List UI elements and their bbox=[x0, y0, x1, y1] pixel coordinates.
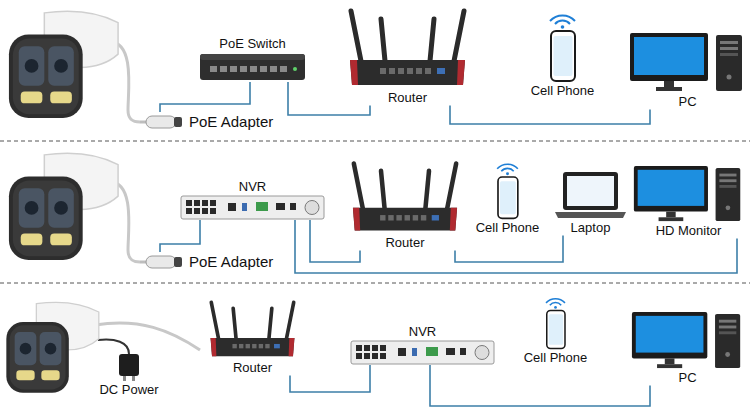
camera-illustration bbox=[6, 302, 99, 393]
device-label: PoE Adapter bbox=[185, 113, 275, 131]
device-label: PoE Switch bbox=[217, 36, 287, 52]
camera-illustration bbox=[9, 153, 118, 260]
laptop-illustration bbox=[555, 172, 626, 218]
device-node: Router bbox=[345, 158, 465, 251]
network-cable bbox=[295, 220, 737, 273]
poe-switch-illustration bbox=[200, 54, 305, 80]
device-node: PC bbox=[630, 32, 745, 110]
router-illustration bbox=[350, 11, 465, 85]
image-space bbox=[632, 166, 745, 223]
monitor-illustration bbox=[634, 166, 740, 221]
network-cable bbox=[160, 82, 250, 112]
device-node: Router bbox=[345, 5, 470, 106]
network-cable bbox=[160, 220, 200, 252]
device-node: NVR bbox=[350, 324, 495, 365]
device-label: NVR bbox=[407, 324, 438, 340]
image-space bbox=[115, 352, 143, 382]
device-node: Cell Phone bbox=[522, 293, 590, 366]
device-label: Cell Phone bbox=[529, 83, 597, 99]
image-space bbox=[345, 5, 470, 90]
device-label: NVR bbox=[237, 179, 268, 195]
network-cable bbox=[288, 82, 370, 115]
device-label: PC bbox=[676, 370, 698, 386]
network-cable bbox=[310, 220, 360, 262]
device-label: Router bbox=[386, 90, 429, 106]
image-space bbox=[140, 252, 185, 272]
device-node: PoE Adapter bbox=[140, 112, 275, 132]
nvr-illustration bbox=[351, 341, 494, 364]
device-node: Router bbox=[190, 298, 315, 376]
image-space bbox=[350, 340, 495, 365]
poe-adapter-illustration bbox=[140, 256, 182, 268]
device-node: Cell Phone bbox=[474, 158, 542, 236]
camera-cable bbox=[95, 323, 200, 350]
device-node: Laptop bbox=[553, 170, 628, 236]
phone-illustration bbox=[550, 16, 575, 81]
network-cable bbox=[450, 106, 650, 124]
image-space bbox=[538, 293, 573, 350]
device-node: PC bbox=[630, 312, 745, 386]
device-node: HD Monitor bbox=[632, 166, 745, 239]
device-label: Cell Phone bbox=[522, 350, 590, 366]
image-space bbox=[200, 52, 305, 82]
device-label: PC bbox=[676, 94, 698, 110]
device-node: PoE Switch bbox=[200, 36, 305, 82]
phone-illustration bbox=[497, 164, 518, 218]
camera-illustration bbox=[9, 11, 118, 118]
dc-power-illustration bbox=[119, 354, 139, 381]
row-separator bbox=[0, 141, 750, 142]
router-illustration bbox=[211, 302, 295, 356]
device-node: Cell Phone bbox=[529, 8, 597, 99]
device-node: DC Power bbox=[97, 352, 160, 398]
image-space bbox=[630, 32, 745, 94]
image-space bbox=[490, 158, 525, 220]
device-label: PoE Adapter bbox=[185, 253, 275, 271]
device-node: PoE Adapter bbox=[140, 252, 275, 272]
nvr-illustration bbox=[181, 196, 324, 219]
device-label: DC Power bbox=[97, 382, 160, 398]
image-space bbox=[190, 298, 315, 360]
image-space bbox=[545, 8, 580, 83]
router-illustration bbox=[353, 163, 457, 230]
image-space bbox=[630, 312, 745, 370]
image-space bbox=[553, 170, 628, 220]
device-label: Router bbox=[231, 360, 274, 376]
device-label: Router bbox=[383, 235, 426, 251]
network-cable bbox=[455, 236, 563, 262]
phone-illustration bbox=[546, 299, 565, 349]
image-space bbox=[180, 195, 325, 220]
power-cable bbox=[98, 340, 129, 354]
network-cable bbox=[290, 365, 370, 392]
device-label: Laptop bbox=[569, 220, 613, 236]
row-separator bbox=[0, 283, 750, 284]
image-space bbox=[140, 112, 185, 132]
pc-illustration bbox=[630, 33, 742, 91]
image-space bbox=[345, 158, 465, 235]
device-label: HD Monitor bbox=[654, 223, 724, 239]
poe-adapter-illustration bbox=[140, 116, 182, 128]
network-cable bbox=[430, 365, 650, 406]
device-node: NVR bbox=[180, 179, 325, 220]
pc-illustration bbox=[632, 312, 740, 368]
device-label: Cell Phone bbox=[474, 220, 542, 236]
